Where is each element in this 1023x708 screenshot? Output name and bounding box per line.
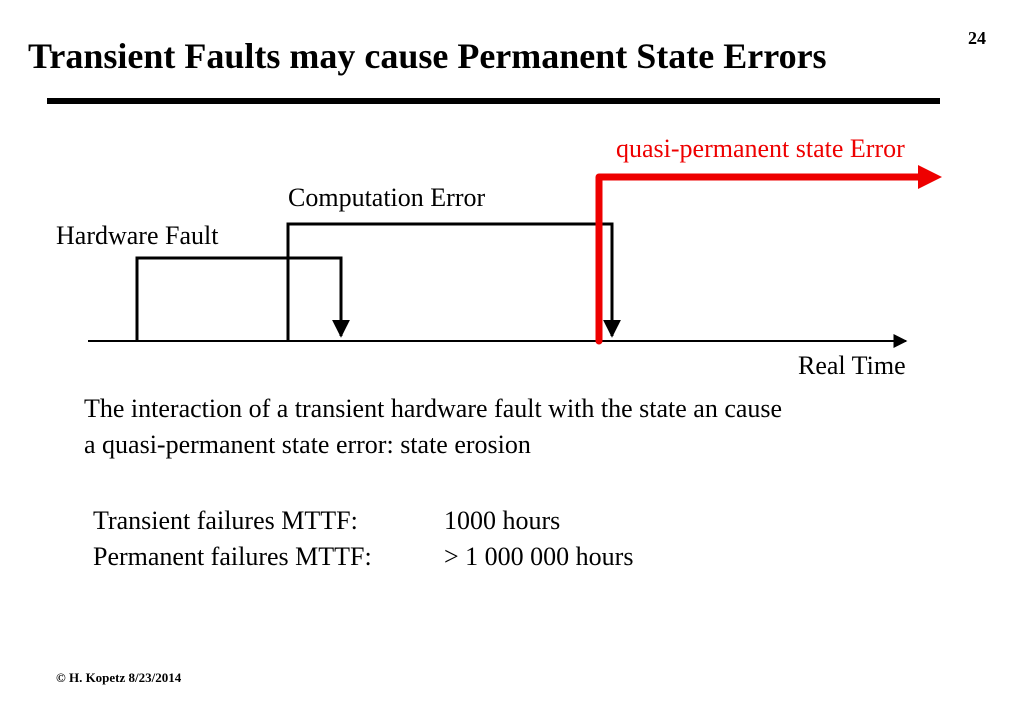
computation-error-label: Computation Error	[288, 183, 486, 212]
quasi-permanent-error-arrowhead	[918, 165, 942, 189]
stat-value: > 1 000 000 hours	[444, 542, 634, 571]
stat-row-permanent: Permanent failures MTTF: > 1 000 000 hou…	[93, 539, 633, 575]
computation-error-pulse	[286, 222, 621, 341]
quasi-permanent-error-label: quasi-permanent state Error	[616, 134, 905, 163]
description-paragraph: The interaction of a transient hardware …	[84, 391, 782, 463]
footer-copyright: © H. Kopetz 8/23/2014	[56, 670, 182, 685]
stat-row-transient: Transient failures MTTF: 1000 hours	[93, 503, 633, 539]
title-underline	[47, 98, 940, 104]
stat-value: 1000 hours	[444, 506, 561, 535]
description-line: a quasi-permanent state error: state ero…	[84, 430, 531, 459]
stat-label: Permanent failures MTTF:	[93, 542, 372, 571]
stat-label: Transient failures MTTF:	[93, 506, 358, 535]
page-number: 24	[968, 28, 986, 48]
mttf-stats: Transient failures MTTF: 1000 hours Perm…	[93, 503, 633, 575]
quasi-permanent-error-signal	[595, 173, 924, 345]
slide-title: Transient Faults may cause Permanent Sta…	[28, 36, 827, 76]
hardware-fault-pulse	[135, 256, 350, 341]
hardware-fault-label: Hardware Fault	[56, 221, 219, 250]
time-axis-label: Real Time	[798, 351, 906, 380]
description-line: The interaction of a transient hardware …	[84, 394, 783, 423]
